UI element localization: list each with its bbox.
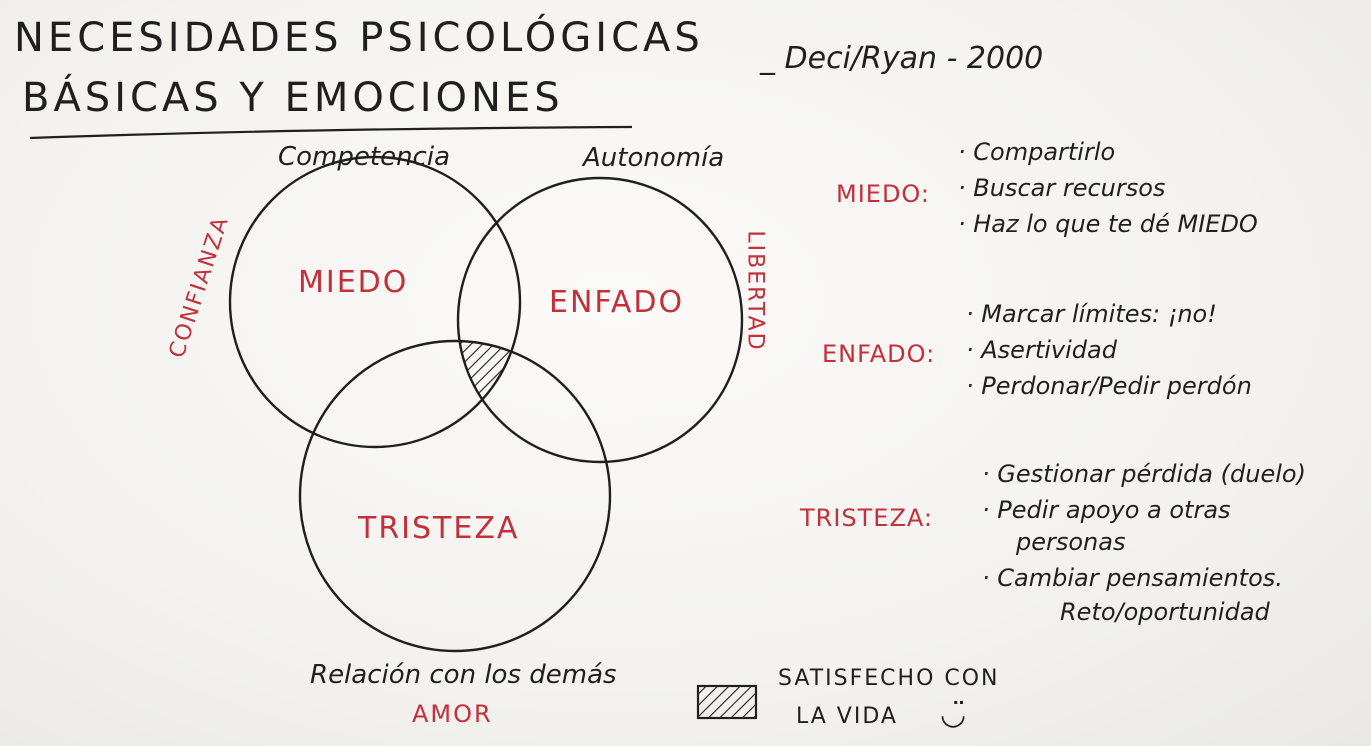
need-competencia: Competencia — [278, 142, 451, 172]
value-amor: AMOR — [412, 700, 493, 728]
smiley-icon: ◡̈ — [940, 697, 969, 732]
strategy-label-tristeza: TRISTEZA: — [800, 504, 933, 532]
emotion-enfado: ENFADO — [549, 285, 685, 320]
circle-competencia — [228, 155, 522, 449]
circle-relacion — [298, 339, 612, 653]
need-relacion: Relación con los demás — [310, 660, 617, 690]
title-underline — [29, 125, 633, 140]
legend-hatch-box — [696, 684, 758, 720]
title-line-1: NECESIDADES PSICOLÓGICAS — [14, 15, 704, 61]
emotion-miedo: MIEDO — [298, 265, 409, 300]
strategy-enfado-item-3: · Perdonar/Pedir perdón — [966, 372, 1252, 400]
circle-autonomia — [456, 176, 744, 464]
title-line-2: BÁSICAS Y EMOCIONES — [22, 75, 564, 121]
legend-line-1: SATISFECHO CON — [778, 666, 1000, 691]
hatched-intersection — [458, 341, 520, 447]
strategy-miedo-item-2: · Buscar recursos — [958, 174, 1166, 202]
strategy-label-enfado: ENFADO: — [822, 340, 936, 368]
need-autonomia: Autonomía — [583, 143, 725, 173]
strategy-tristeza-item-2: · Pedir apoyo a otras — [982, 496, 1231, 524]
strategy-tristeza-item-5: Reto/oportunidad — [1060, 598, 1270, 626]
emotion-tristeza: TRISTEZA — [358, 511, 520, 546]
strategy-enfado-item-2: · Asertividad — [966, 336, 1117, 364]
strategy-miedo-item-3: · Haz lo que te dé MIEDO — [958, 210, 1258, 238]
strategy-enfado-item-1: · Marcar límites: ¡no! — [966, 300, 1217, 328]
strategy-miedo-item-1: · Compartirlo — [958, 138, 1116, 166]
value-libertad: LIBERTAD — [742, 230, 768, 352]
title-reference: _ Deci/Ryan - 2000 — [760, 41, 1044, 76]
legend-line-2: LA VIDA — [796, 704, 898, 729]
strategy-tristeza-item-3: personas — [1016, 528, 1126, 556]
strategy-tristeza-item-1: · Gestionar pérdida (duelo) — [982, 460, 1306, 488]
strategy-tristeza-item-4: · Cambiar pensamientos. — [982, 564, 1283, 592]
strategy-label-miedo: MIEDO: — [836, 180, 930, 208]
